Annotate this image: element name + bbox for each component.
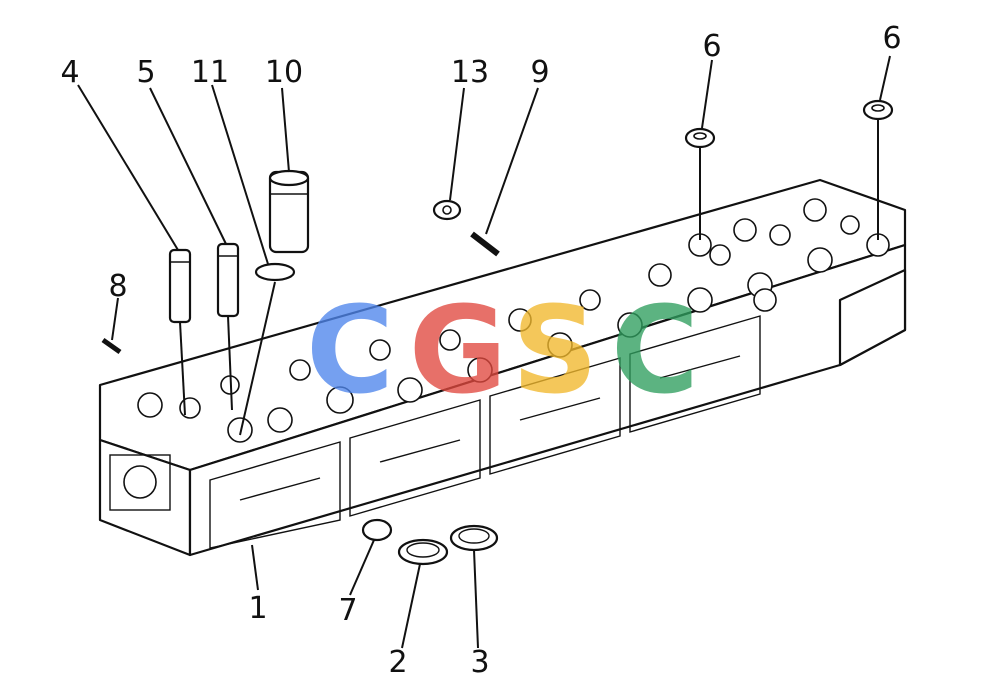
pin-9 — [470, 231, 500, 257]
callout-5: 5 — [136, 55, 155, 90]
seal-ring-3 — [449, 524, 499, 552]
watermark-letter-3: S — [512, 282, 598, 421]
watermark-letter-1: C — [306, 282, 394, 421]
callout-6-left: 6 — [702, 29, 721, 64]
watermark-letter-4: C — [611, 282, 699, 421]
callout-2: 2 — [388, 645, 407, 680]
callout-7: 7 — [338, 593, 357, 628]
leader-lines — [77, 55, 891, 649]
pin-8 — [101, 337, 122, 355]
watermark-letter-2: G — [409, 282, 508, 421]
injector-sleeve-10 — [268, 169, 310, 254]
callout-8: 8 — [108, 269, 127, 304]
watermark-logo: C G S C — [306, 282, 699, 421]
callout-10: 10 — [265, 55, 303, 90]
valve-guide-4 — [168, 248, 192, 324]
callout-11: 11 — [191, 55, 229, 90]
callout-4: 4 — [60, 55, 79, 90]
valve-guide-5 — [216, 242, 240, 318]
callout-3: 3 — [470, 645, 489, 680]
callout-13: 13 — [451, 55, 489, 90]
callout-1: 1 — [248, 591, 267, 626]
seal-6-right — [862, 99, 894, 121]
callout-labels: 4 5 11 10 8 13 9 6 6 1 7 2 3 — [60, 21, 901, 680]
callout-9: 9 — [530, 55, 549, 90]
seal-6-left — [684, 127, 716, 149]
seal-ring-2 — [397, 538, 449, 566]
plug-7 — [361, 518, 393, 542]
o-ring-11 — [254, 262, 296, 282]
cylinder-head — [98, 178, 907, 557]
plug-13 — [432, 199, 462, 221]
callout-6-right: 6 — [882, 21, 901, 56]
